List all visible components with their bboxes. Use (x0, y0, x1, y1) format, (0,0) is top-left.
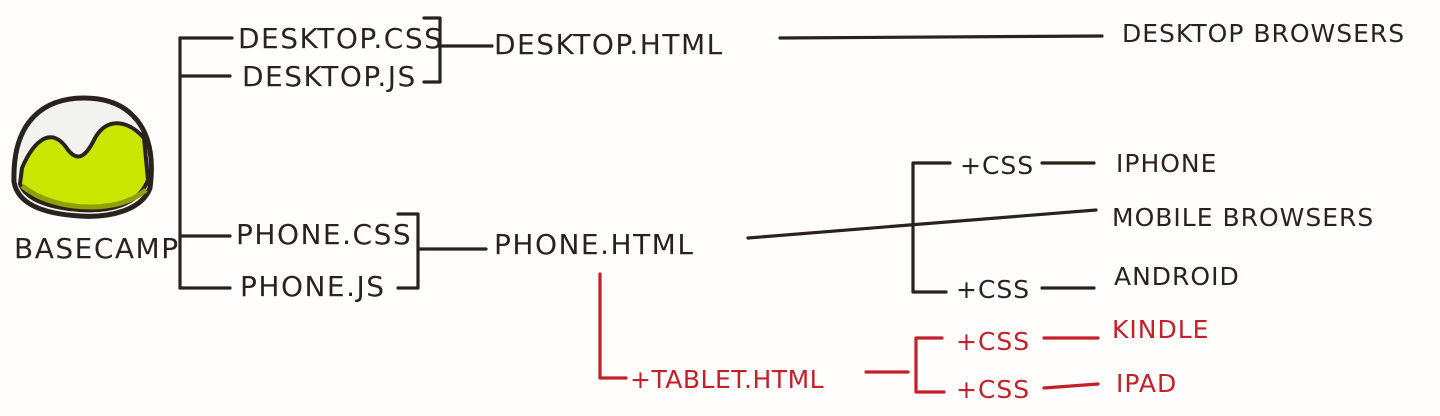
desktop-html-label: DESKTOP.HTML (494, 28, 724, 61)
ipad-css-label: +CSS (956, 375, 1030, 404)
ipad-label: IPAD (1116, 369, 1177, 398)
kindle-css-label: +CSS (956, 327, 1030, 356)
phone-assets-bracket (396, 212, 420, 290)
tablet-branch-line (598, 272, 628, 380)
phone-devices-bracket (911, 161, 952, 294)
phone-js-label: PHONE.JS (240, 270, 386, 303)
mobile-browsers-connector (746, 208, 1098, 240)
desktop-js-label: DESKTOP.JS (242, 60, 417, 93)
android-label: ANDROID (1114, 262, 1240, 291)
desktop-css-label: DESKTOP.CSS (238, 22, 443, 55)
android-css-label: +CSS (956, 275, 1030, 304)
desktop-browsers-connector (778, 34, 1104, 40)
phone-html-label: PHONE.HTML (494, 228, 694, 261)
kindle-label: KINDLE (1112, 315, 1209, 344)
basecamp-logo-icon (11, 95, 154, 219)
iphone-css-label: +CSS (960, 151, 1034, 180)
mobile-browsers-label: MOBILE BROWSERS (1112, 203, 1374, 232)
desktop-browsers-label: DESKTOP BROWSERS (1122, 19, 1405, 48)
desktop-assets-bracket (422, 16, 442, 84)
tablet-devices-bracket (914, 336, 946, 394)
tablet-html-label: +TABLET.HTML (630, 365, 824, 394)
ipad-connector (1042, 382, 1100, 390)
iphone-label: IPHONE (1116, 149, 1217, 178)
root-label: BASECAMP (14, 232, 180, 265)
phone-css-label: PHONE.CSS (236, 218, 412, 251)
